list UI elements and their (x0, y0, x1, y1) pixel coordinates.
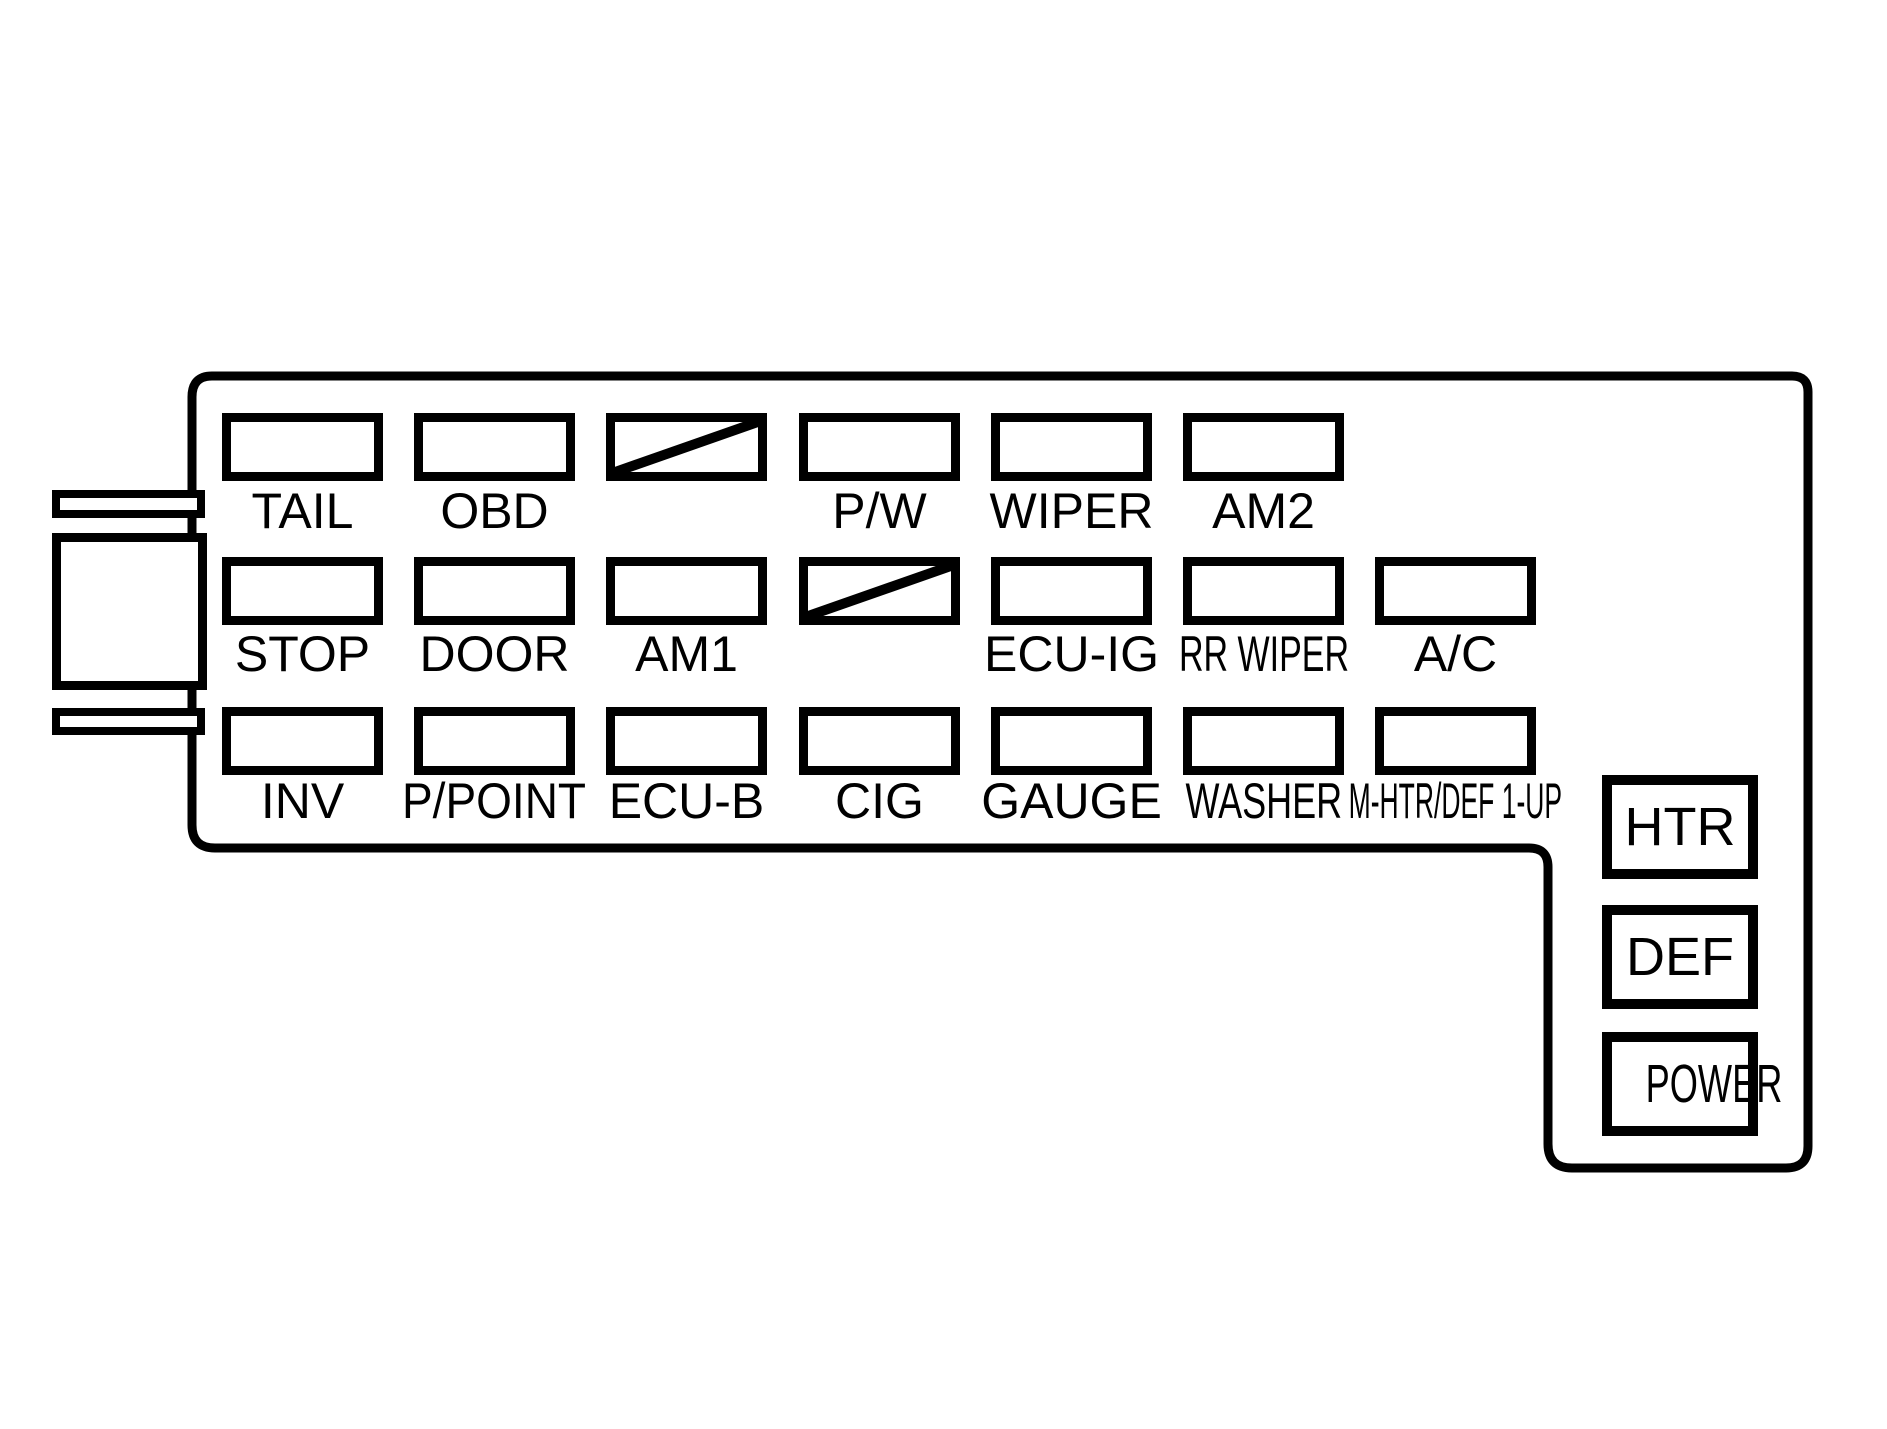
fuse-slot (414, 707, 575, 775)
connector-body (52, 533, 207, 690)
relay-slot: POWER (1602, 1032, 1782, 1136)
fuse-label: M-HTR/DEF 1-UP (1348, 773, 1563, 829)
fuse-label: STOP (234, 626, 371, 682)
fuse-label: WASHER (1185, 773, 1342, 829)
fuse-slot (606, 557, 767, 625)
connector-tab-top (52, 490, 205, 518)
fuse-slot (414, 557, 575, 625)
relay-label: POWER (1645, 1054, 1783, 1114)
fuse-label: P/POINT (402, 773, 587, 829)
relay-label: DEF (1626, 927, 1734, 987)
fuse-slot (1183, 413, 1344, 481)
fuse-label: ECU-IG (984, 626, 1159, 682)
relay-label: HTR (1624, 797, 1736, 857)
fuse-label: OBD (440, 483, 549, 539)
fuse-slot-empty (799, 557, 960, 625)
fuse-slot (1375, 557, 1536, 625)
fuse-slot (222, 413, 383, 481)
fuse-label: DOOR (419, 626, 570, 682)
fuse-slot (606, 707, 767, 775)
fuse-label: P/W (832, 483, 927, 539)
empty-slot-slash-icon (805, 560, 954, 622)
relay-slot: HTR (1602, 775, 1758, 879)
relay-slot: DEF (1602, 905, 1758, 1009)
empty-slot-slash-icon (612, 416, 761, 478)
fuse-slot (991, 557, 1152, 625)
fuse-label: WIPER (989, 483, 1154, 539)
fuse-slot (799, 413, 960, 481)
connector-tab-bottom (52, 708, 205, 735)
fuse-slot (991, 707, 1152, 775)
fuse-slot (991, 413, 1152, 481)
fuse-label: GAUGE (981, 773, 1162, 829)
fuse-label: ECU-B (608, 773, 765, 829)
fuse-label: INV (260, 773, 345, 829)
fuse-slot (414, 413, 575, 481)
fuse-label: CIG (835, 773, 924, 829)
fuse-label: A/C (1413, 626, 1498, 682)
fuse-slot (222, 707, 383, 775)
fuse-label: TAIL (251, 483, 354, 539)
fuse-slot-empty (606, 413, 767, 481)
fuse-label: AM2 (1212, 483, 1315, 539)
fuse-slot (222, 557, 383, 625)
fuse-slot (1375, 707, 1536, 775)
fuse-label: AM1 (635, 626, 738, 682)
fuse-slot (799, 707, 960, 775)
fuse-slot (1183, 707, 1344, 775)
fuse-slot (1183, 557, 1344, 625)
fuse-label: RR WIPER (1178, 626, 1349, 682)
